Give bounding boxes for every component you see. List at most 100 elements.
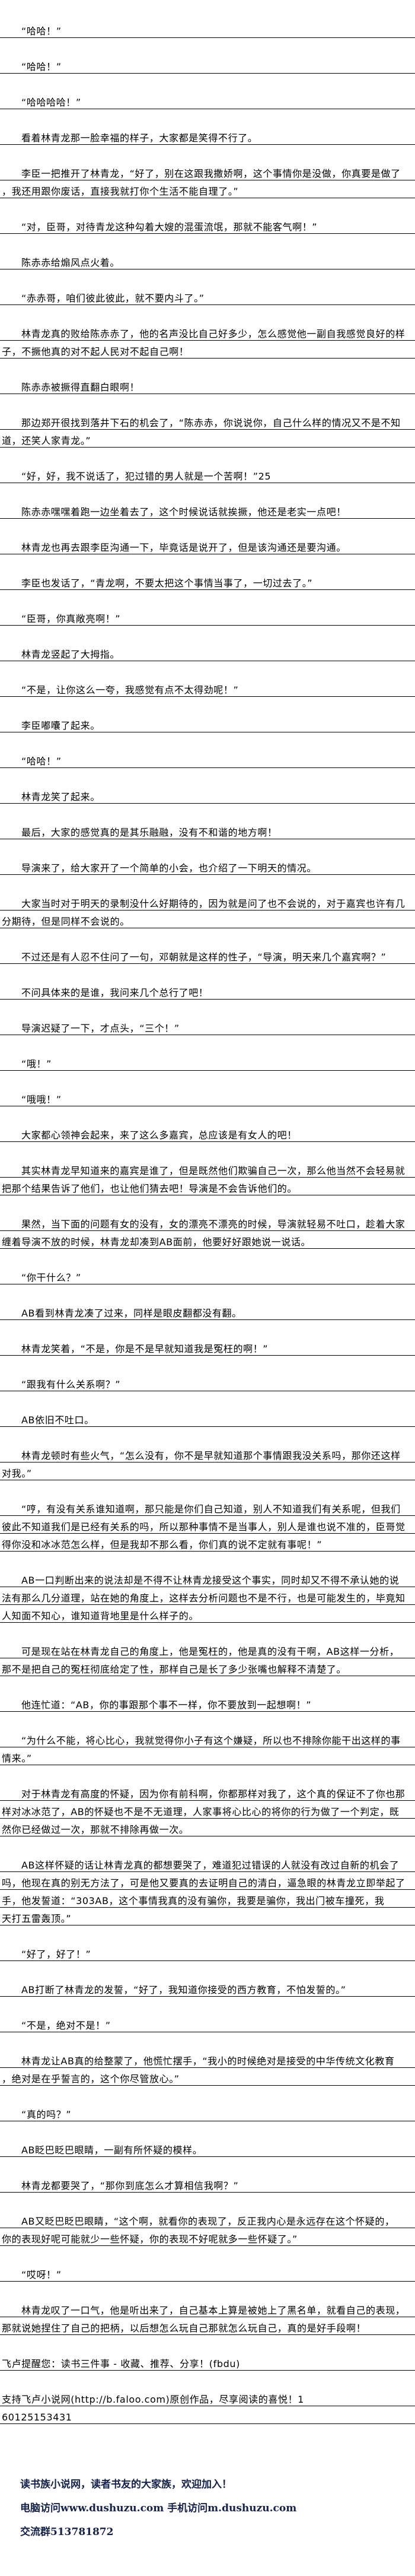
paragraph: AB这样怀疑的话让林青龙真的都想要哭了，难道犯过错误的人就没有改过自新的机会了吗… — [0, 1854, 415, 1925]
text-line: 导演迟疑了一下，才点头，“三个！” — [0, 1017, 415, 1035]
text-line: 那就说她捏住了自己的把柄，以后想怎么玩自己那就怎么玩自己，真的是好手段啊！ — [0, 2317, 415, 2335]
text-line: 李臣也发话了，“青龙啊，不要太把这个事情当事了，一切过去了。” — [0, 572, 415, 590]
paragraph: 李臣嘟囔了起来。 — [0, 715, 415, 732]
paragraph: 他连忙道：“AB，你的事跟那个事不一样，你不要放到一起想啊！” — [0, 1694, 415, 1712]
text-line[interactable]: 飞卢提醒您：读书三件事 - 收藏、推荐、分享！(fbdu) — [0, 2353, 415, 2371]
text-line: 把那个结果告诉了他们，也让他们猜去吧！导演是不会告诉他们的。 — [0, 1178, 415, 1195]
text-line: “不是，绝对不是！” — [0, 2015, 415, 2032]
paragraph: 导演来了，给大家开了一个简单的小会，也介绍了一下明天的情况。 — [0, 857, 415, 875]
text-line: AB一口判断出来的说法却是不得不让林青龙接受这个事实，同时却又不得不承认她的说 — [0, 1569, 415, 1587]
text-line: “你干什么？” — [0, 1267, 415, 1284]
text-line: 对于林青龙有高度的怀疑，因为你有前科啊，你都那样对我了，这个真的保证不了你也那 — [0, 1783, 415, 1801]
footer-site-links[interactable]: 电脑访问www.dushuzu.com 手机访问m.dushuzu.com — [20, 2502, 297, 2514]
text-line: 陈赤赤嘿嘿着跑一边坐着去了，这个时候说话就挨撅，他还是老实一点吧！ — [0, 501, 415, 519]
text-line: 子，不撅他真的对不起人民对不起自己啊！ — [0, 341, 415, 359]
text-line: AB眨巴眨巴眼睛，一副有所怀疑的模样。 — [0, 2139, 415, 2157]
paragraph: 李臣也发话了，“青龙啊，不要太把这个事情当事了，一切过去了。” — [0, 572, 415, 590]
site-notice: 支持飞卢小说网(http://b.faloo.com)原创作品，尽享阅读的喜悦！… — [0, 2388, 415, 2424]
text-line: 其实林青龙早知道来的嘉宾是谁了，但是既然他们欺骗自己一次，那么他当然不会轻易就 — [0, 1160, 415, 1178]
text-line: 天打五雷轰顶。” — [0, 1908, 415, 1925]
text-line: 看着林青龙那一脸幸福的样子，大家都是笑得不行了。 — [0, 127, 415, 145]
text-line: “哦！” — [0, 1053, 415, 1071]
site-notice: 飞卢提醒您：读书三件事 - 收藏、推荐、分享！(fbdu) — [0, 2353, 415, 2371]
paragraph: “对，臣哥，对待青龙这种勾着大嫂的混蛋流氓，那就不能客气啊！” — [0, 216, 415, 234]
text-line[interactable]: 支持飞卢小说网(http://b.faloo.com)原创作品，尽享阅读的喜悦！… — [0, 2388, 415, 2406]
text-line: 林青龙都要哭了，“那你到底怎么才算相信我啊？” — [0, 2175, 415, 2193]
text-line: 他连忙道：“AB，你的事跟那个事不一样，你不要放到一起想啊！” — [0, 1694, 415, 1712]
text-line: 林青龙竖起了大拇指。 — [0, 643, 415, 661]
paragraph: AB又眨巴眨巴眼睛，“这个啊，就看你的表现了，反正我内心是永远存在这个怀疑的，你… — [0, 2210, 415, 2246]
paragraph: 林青龙竖起了大拇指。 — [0, 643, 415, 661]
paragraph: 陈赤赤嘿嘿着跑一边坐着去了，这个时候说话就挨撅，他还是老实一点吧！ — [0, 501, 415, 519]
paragraph: AB看到林青龙凑了过来，同样是眼皮翻都没有翻。 — [0, 1302, 415, 1320]
text-line: “赤赤哥，咱们彼此彼此，就不要内斗了。” — [0, 287, 415, 305]
paragraph: “不是，绝对不是！” — [0, 2015, 415, 2032]
text-line: “为什么不能，将心比心，我就觉得你小子有这个嫌疑，所以也不排除你能干出这样的事 — [0, 1730, 415, 1747]
text-line[interactable]: 60125153431 — [0, 2406, 415, 2424]
text-line: “好了，好了！” — [0, 1943, 415, 1961]
paragraph: 林青龙让AB真的给整蒙了，他慌忙摆手，“我小的时候绝对是接受的中华传统文化教育，… — [0, 2050, 415, 2086]
paragraph: 那边郑开很找到落井下石的机会了，“陈赤赤，你说说你，自己什么样的情况又不是不知道… — [0, 412, 415, 448]
paragraph: “哈哈哈哈！” — [0, 91, 415, 109]
text-line: AB看到林青龙凑了过来，同样是眼皮翻都没有翻。 — [0, 1302, 415, 1320]
text-line: 林青龙也再去跟李臣沟通一下，毕竟话是说开了，但是该沟通还是要沟通。 — [0, 537, 415, 554]
site-footer: 读书族小说网，读者书友的大家族，欢迎加入！ 电脑访问www.dushuzu.co… — [20, 2473, 296, 2544]
paragraph: “哦！” — [0, 1053, 415, 1071]
paragraph: AB眨巴眨巴眼睛，一副有所怀疑的模样。 — [0, 2139, 415, 2157]
paragraph: 看着林青龙那一脸幸福的样子，大家都是笑得不行了。 — [0, 127, 415, 145]
text-line: 林青龙让AB真的给整蒙了，他慌忙摆手，“我小的时候绝对是接受的中华传统文化教育 — [0, 2050, 415, 2068]
text-line: 道，还笑人家青龙。” — [0, 430, 415, 448]
paragraph: “赤赤哥，咱们彼此彼此，就不要内斗了。” — [0, 287, 415, 305]
paragraph: AB依旧不吐口。 — [0, 1409, 415, 1427]
paragraph: 陈赤赤给煽风点火着。 — [0, 252, 415, 269]
text-line: 法有那么几分道理，站在她的角度上，这样去分析问题也不是不行，也是可能发生的，毕竟… — [0, 1587, 415, 1605]
paragraph: 不问具体来的是谁，我问来几个总行了吧！ — [0, 982, 415, 1000]
paragraph: 导演迟疑了一下，才点头，“三个！” — [0, 1017, 415, 1035]
paragraph: 林青龙笑着，“不是，你是不是早就知道我是冤枉的啊！” — [0, 1338, 415, 1356]
text-line: 对我。” — [0, 1463, 415, 1480]
paragraph: “好，好，我不说话了，犯过错的男人就是一个苦啊！”25 — [0, 465, 415, 483]
text-line: “哈哈！” — [0, 20, 415, 38]
text-line: 林青龙叹了一口气，他是听出来了，自己基本上算是被她上了黑名单，就看自己的表现， — [0, 2299, 415, 2317]
paragraph: “为什么不能，将心比心，我就觉得你小子有这个嫌疑，所以也不排除你能干出这样的事情… — [0, 1730, 415, 1765]
text-line: 人知面不知心，谁知道背地里是什么样子的。 — [0, 1605, 415, 1623]
text-line: 你的表现好呢可能就少一些怀疑，你的表现不好呢就多一些怀疑了。” — [0, 2228, 415, 2246]
text-line: 导演来了，给大家开了一个简单的小会，也介绍了一下明天的情况。 — [0, 857, 415, 875]
text-line: 最后，大家的感觉真的是其乐融融，没有不和谐的地方啊！ — [0, 821, 415, 839]
text-line: “哦哦！” — [0, 1089, 415, 1106]
paragraph: “哈哈！” — [0, 750, 415, 768]
text-line: “哈哈！” — [0, 56, 415, 74]
paragraph: AB打断了林青龙的发誓，“好了，我知道你接受的西方教育，不怕发誓的。” — [0, 1979, 415, 1997]
text-line: 大家当时对于明天的录制没什么好期待的，因为就是问了也不会说的，对于嘉宾也许有几 — [0, 893, 415, 911]
paragraph: “哼，有没有关系谁知道啊，那只能是你们自己知道，别人不知道我们有关系呢，但我们彼… — [0, 1498, 415, 1552]
text-line: 林青龙顿时有些火气，“怎么没有，你不是早就知道那个事情跟我没关系吗，那你还这样 — [0, 1445, 415, 1463]
text-line: “对，臣哥，对待青龙这种勾着大嫂的混蛋流氓，那就不能客气啊！” — [0, 216, 415, 234]
text-line: “哼，有没有关系谁知道啊，那只能是你们自己知道，别人不知道我们有关系呢，但我们 — [0, 1498, 415, 1516]
text-line: 然你已经做过一次，那就不排除再做一次。 — [0, 1819, 415, 1836]
text-line: 彼此不知道我们是已经有关系的吗，所以那种事情不是当事人，别人是谁也说不准的，臣哥… — [0, 1516, 415, 1534]
text-line: AB这样怀疑的话让林青龙真的都想要哭了，难道犯过错误的人就没有改过自新的机会了 — [0, 1854, 415, 1872]
paragraph: “跟我有什么关系啊？” — [0, 1373, 415, 1391]
paragraph: “真的吗？” — [0, 2104, 415, 2121]
text-line: 吗，他现在真的别无方法了，可是他又要真的去证明自己的清白，逼急眼的林青龙立即举起… — [0, 1872, 415, 1890]
text-line: “不是，让你这么一夸，我感觉有点不太得劲呢！” — [0, 679, 415, 697]
text-line: 李臣嘟囔了起来。 — [0, 715, 415, 732]
paragraph: 其实林青龙早知道来的嘉宾是谁了，但是既然他们欺骗自己一次，那么他当然不会轻易就把… — [0, 1160, 415, 1195]
paragraph: 林青龙真的败给陈赤赤了，他的名声没比自己好多少，怎么感觉他一副自我感觉良好的样子… — [0, 323, 415, 359]
text-line: 陈赤赤被撅得直翻白眼啊！ — [0, 376, 415, 394]
text-line: 大家都心领神会起来，来了这么多嘉宾，总应该是有女人的吧！ — [0, 1124, 415, 1142]
text-line: “好，好，我不说话了，犯过错的男人就是一个苦啊！”25 — [0, 465, 415, 483]
paragraph: “不是，让你这么一夸，我感觉有点不太得劲呢！” — [0, 679, 415, 697]
text-line: “哎呀！” — [0, 2264, 415, 2282]
paragraph: 大家当时对于明天的录制没什么好期待的，因为就是问了也不会说的，对于嘉宾也许有几分… — [0, 893, 415, 928]
text-line: 陈赤赤给煽风点火着。 — [0, 252, 415, 269]
text-line: ，我还用跟你废话，直接我就打你个生活不能自理了。” — [0, 180, 415, 198]
text-line: 分期待，但是同样不会说的。 — [0, 911, 415, 928]
text-line: 林青龙真的败给陈赤赤了，他的名声没比自己好多少，怎么感觉他一副自我感觉良好的样 — [0, 323, 415, 341]
paragraph: “哎呀！” — [0, 2264, 415, 2282]
paragraph: 林青龙都要哭了，“那你到底怎么才算相信我啊？” — [0, 2175, 415, 2193]
text-line: “哈哈！” — [0, 750, 415, 768]
paragraph: 最后，大家的感觉真的是其乐融融，没有不和谐的地方啊！ — [0, 821, 415, 839]
text-line: 得你没和冰冰范怎么样，但是我却不那么看，你们真的说不定就有事呢！” — [0, 1534, 415, 1552]
text-line: “真的吗？” — [0, 2104, 415, 2121]
